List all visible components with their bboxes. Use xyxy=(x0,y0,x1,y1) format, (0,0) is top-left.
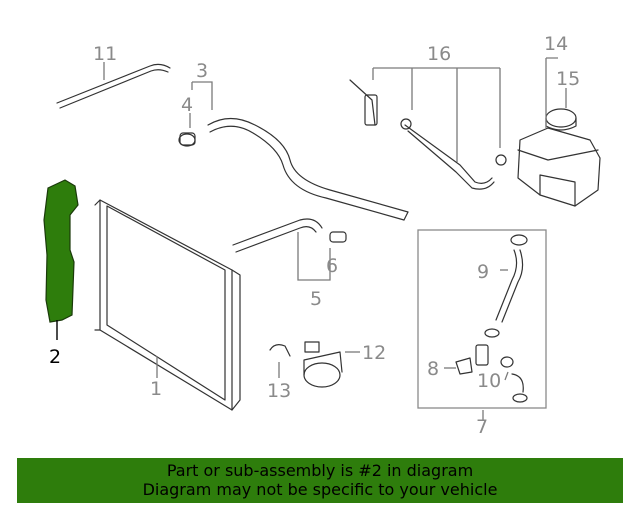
part-12-pump xyxy=(303,341,343,388)
callout-13: 13 xyxy=(267,380,291,402)
part-10-elbow xyxy=(500,356,528,403)
callout-11: 11 xyxy=(93,43,117,65)
callout-10: 10 xyxy=(477,370,501,392)
part-2-shroud xyxy=(43,179,79,323)
part-4-fitting xyxy=(178,132,196,147)
part-13-hose xyxy=(269,344,291,357)
callout-14: 14 xyxy=(544,33,568,55)
part-14-reservoir xyxy=(517,127,601,207)
callout-4: 4 xyxy=(181,94,193,116)
part-5-hose xyxy=(232,218,323,253)
callout-15: 15 xyxy=(556,68,580,90)
part-15-cap xyxy=(545,108,577,131)
callout-6: 6 xyxy=(326,255,338,277)
part-8-fitting xyxy=(455,344,489,375)
callout-9: 9 xyxy=(477,261,489,283)
callout-3: 3 xyxy=(196,60,208,82)
leader-lines xyxy=(103,57,567,420)
part-11-hose xyxy=(56,63,171,109)
footer-line-2: Diagram may not be specific to your vehi… xyxy=(142,480,498,499)
callout-8: 8 xyxy=(427,358,439,380)
footer-banner: Part or sub-assembly is #2 in diagram Di… xyxy=(17,458,623,503)
callout-1: 1 xyxy=(150,378,162,400)
part-16-hose xyxy=(349,79,507,190)
part-7-box xyxy=(417,229,547,409)
footer-line-1: Part or sub-assembly is #2 in diagram xyxy=(166,461,474,480)
callout-7: 7 xyxy=(476,416,488,438)
parts-diagram: 11 3 4 16 14 15 6 5 9 12 8 1 13 10 7 2 xyxy=(43,33,601,438)
callout-5: 5 xyxy=(310,288,322,310)
part-3-hose xyxy=(207,117,409,221)
part-1-radiator xyxy=(94,199,241,411)
callout-12: 12 xyxy=(362,342,386,364)
part-6-fitting xyxy=(329,231,347,243)
callout-2: 2 xyxy=(49,346,61,368)
callout-16: 16 xyxy=(427,43,451,65)
part-9-hose xyxy=(484,234,528,338)
